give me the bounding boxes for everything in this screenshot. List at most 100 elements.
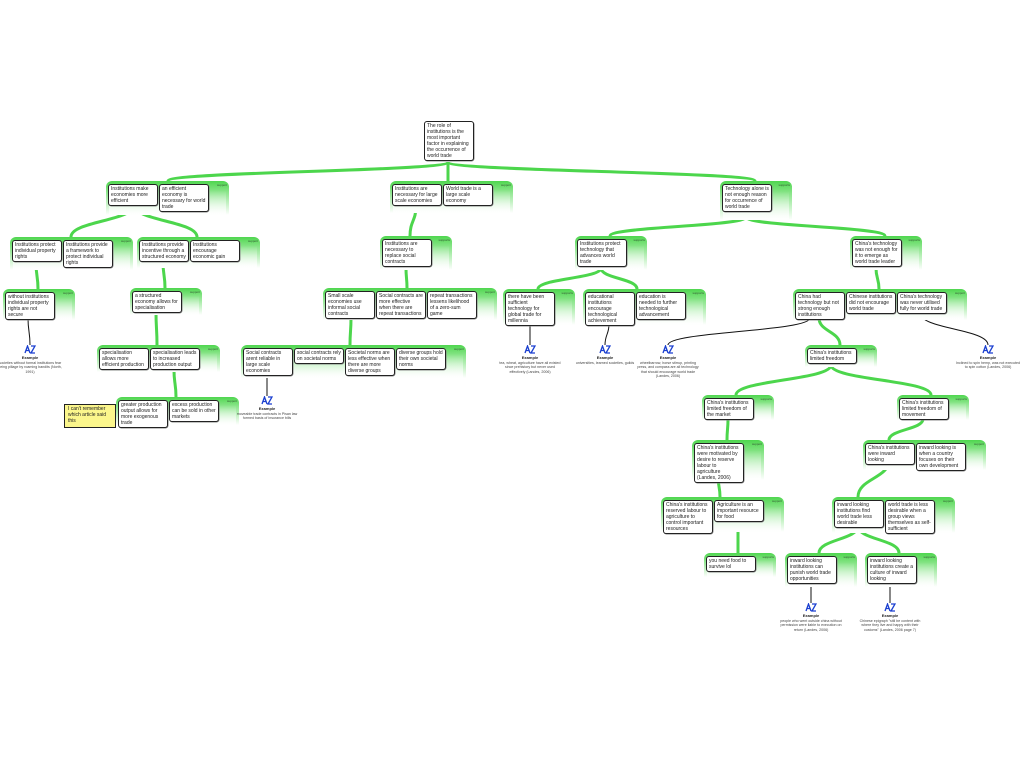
- example-text: Chinese epigraph "still be content with …: [859, 618, 921, 632]
- premise-node[interactable]: educational institutions encourage techn…: [585, 292, 635, 326]
- contention-node[interactable]: The role of institutions is the most imp…: [424, 121, 474, 161]
- group-label: supports: [778, 183, 790, 187]
- group-label: supports: [760, 397, 772, 401]
- premise-node[interactable]: inward looking is when a country focuses…: [916, 443, 966, 471]
- connector-line: [829, 364, 933, 396]
- example-text: tea, wheat, agriculture have all existed…: [499, 360, 561, 374]
- premise-node[interactable]: Social contracts arent reliable in large…: [243, 348, 293, 376]
- group-label: supports: [955, 397, 967, 401]
- premise-node[interactable]: Chinese institutions did not encourage w…: [846, 292, 896, 314]
- premise-node[interactable]: China's institutions limited freedom of …: [704, 398, 754, 420]
- premise-node[interactable]: specialisation leads to increased produc…: [150, 348, 200, 370]
- example-title: Example: [596, 355, 614, 360]
- example-icon: [24, 345, 36, 354]
- example-title: Example: [659, 355, 677, 360]
- connector-line: [154, 311, 159, 346]
- premise-node[interactable]: China's institutions limited freedom of …: [899, 398, 949, 420]
- connector-line: [536, 267, 603, 290]
- premise-node[interactable]: repeat transactions lessens likelihood o…: [427, 291, 477, 319]
- example-icon: [524, 345, 536, 354]
- group-label: support: [484, 290, 495, 294]
- group-label: support: [247, 239, 258, 243]
- premise-node[interactable]: China's technology was never utilised fu…: [897, 292, 947, 314]
- connector-line: [166, 160, 450, 183]
- premise-node[interactable]: a structured economy allows for speciali…: [132, 291, 182, 313]
- connector-line: [817, 317, 842, 346]
- premise-node[interactable]: inward looking institutions can punish w…: [787, 556, 837, 584]
- premise-node[interactable]: an efficient economy is necessary for wo…: [159, 184, 209, 212]
- example-icon: [805, 603, 817, 612]
- example-text: wheelbarrow, horse stirrup, printing pre…: [637, 360, 699, 379]
- example-title: Example: [881, 613, 899, 618]
- premise-node[interactable]: China's institutions were inward looking: [865, 443, 915, 465]
- example-icon: [982, 345, 994, 354]
- example-icon: [884, 603, 896, 612]
- premise-node[interactable]: world trade is less desirable when a gro…: [885, 500, 935, 534]
- premise-node[interactable]: Institutions protect individual property…: [12, 240, 62, 262]
- connector-line: [27, 317, 31, 346]
- group-label: supports: [561, 291, 573, 295]
- premise-node[interactable]: China's institutions reserved labour to …: [663, 500, 713, 534]
- premise-node[interactable]: Institutions provide incentive through a…: [139, 240, 189, 262]
- premise-node[interactable]: Societal norms are less effective when t…: [345, 348, 395, 376]
- premise-node[interactable]: education is needed to further technolog…: [636, 292, 686, 320]
- premise-node[interactable]: China's institutions limited freedom: [807, 348, 857, 364]
- premise-node[interactable]: Institutions are necessary to replace so…: [382, 239, 432, 267]
- example-title: Example: [258, 406, 276, 411]
- premise-node[interactable]: you need food to survive lol: [706, 556, 756, 572]
- premise-node[interactable]: Social contracts are more effective when…: [376, 291, 426, 319]
- premise-node[interactable]: Small scale economies use informal socia…: [325, 291, 375, 319]
- sticky-note[interactable]: I can't remember which article said this: [64, 404, 116, 428]
- connector-line: [599, 267, 639, 290]
- premise-node[interactable]: China had technology but not strong enou…: [795, 292, 845, 320]
- premise-node[interactable]: specialisation allows more efficient pro…: [99, 348, 149, 370]
- premise-node[interactable]: Institutions encourage economic gain: [190, 240, 240, 262]
- group-label: support: [226, 399, 237, 403]
- premise-node[interactable]: Institutions protect technology that adv…: [577, 239, 627, 267]
- premise-node[interactable]: inward looking institutions find world t…: [834, 500, 884, 528]
- connector-line: [604, 323, 610, 346]
- premise-node[interactable]: social contracts rely on societal norms: [294, 348, 344, 364]
- group-label: support: [500, 183, 511, 187]
- connector-line: [874, 267, 881, 290]
- premise-node[interactable]: inward looking institutions create a cul…: [867, 556, 917, 584]
- premise-node[interactable]: Institutions are necessary for large sca…: [392, 184, 442, 206]
- premise-node[interactable]: Technology alone is not enough reason fo…: [722, 184, 772, 212]
- premise-node[interactable]: China's institutions were motivated by d…: [694, 443, 744, 483]
- connector-line: [348, 317, 353, 346]
- example-text: universities, learned societies, guilds: [575, 360, 635, 365]
- example-text: moveable trade contracts in Pisan law fo…: [236, 411, 298, 421]
- premise-node[interactable]: Institutions make economies more efficie…: [108, 184, 158, 206]
- group-label: support: [207, 347, 218, 351]
- premise-node[interactable]: there have been sufficient technology fo…: [505, 292, 555, 326]
- connector-line: [734, 364, 833, 396]
- premise-node[interactable]: diverse groups hold their own societal n…: [396, 348, 446, 370]
- connector-line: [887, 418, 925, 441]
- premise-node[interactable]: China's technology was not enough for it…: [852, 239, 902, 267]
- premise-node[interactable]: greater production output allows for mor…: [118, 400, 168, 428]
- group-label: supports: [438, 238, 450, 242]
- premise-node[interactable]: Institutions provide a framework to prot…: [63, 240, 113, 268]
- premise-node[interactable]: Agriculture is an important resource for…: [714, 500, 764, 522]
- premise-node[interactable]: World trade is a large scale economy: [443, 184, 493, 206]
- group-label: support: [189, 290, 200, 294]
- premise-node[interactable]: excess production can be sold in other m…: [169, 400, 219, 422]
- example-icon: [261, 396, 273, 405]
- group-label: support: [120, 239, 131, 243]
- group-label: support: [942, 499, 953, 503]
- group-label: support: [62, 291, 73, 295]
- group-label: support: [751, 442, 762, 446]
- connector-line: [446, 160, 757, 183]
- example-text: people who went outside china without pe…: [780, 618, 842, 632]
- group-label: supports: [843, 555, 855, 559]
- premise-node[interactable]: without institutions individual property…: [5, 292, 55, 320]
